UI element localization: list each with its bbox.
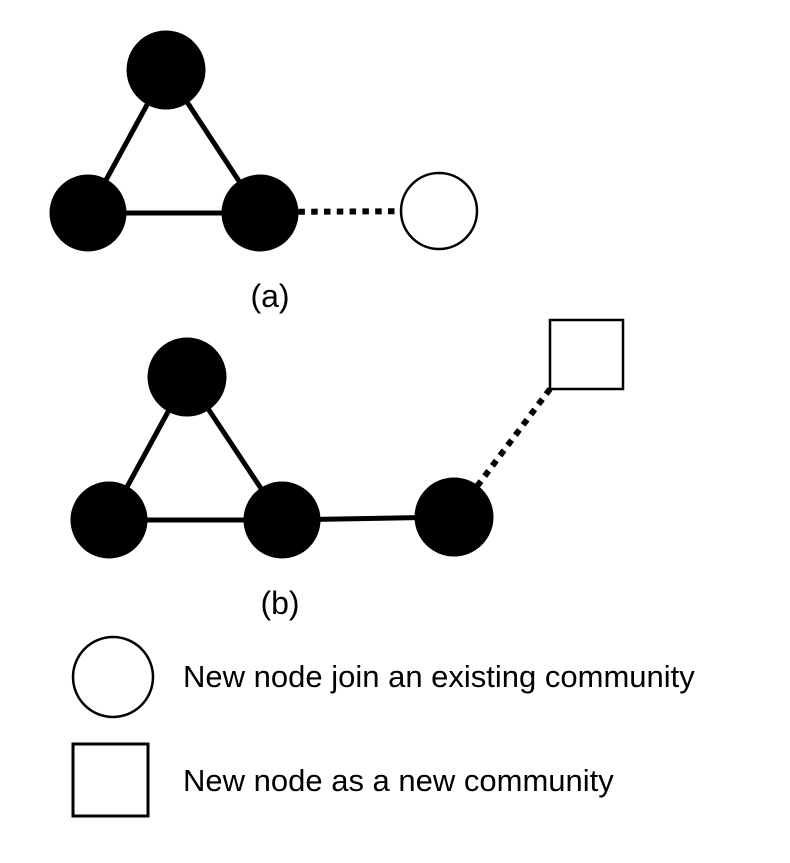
panel-a: (a) [49,30,479,314]
member-node-circle [70,481,148,559]
member-node-circle [49,174,127,252]
legend-label-new-community: New node as a new community [183,763,614,798]
member-node-circle [221,174,299,252]
new-node-new-community-square [548,318,625,391]
panel-label-a: (a) [250,278,289,314]
panel-b: (b) [70,318,625,621]
member-node-circle [414,477,494,557]
legend-new-node-square-icon [71,742,150,818]
new-node-joining-circle [399,171,479,251]
member-node-circle [126,30,206,110]
legend-label-join-existing: New node join an existing community [183,659,695,694]
member-node-circle [147,337,227,417]
legend-new-node-circle-icon [71,635,155,719]
legend: New node join an existing community New … [71,635,695,818]
panel-label-b: (b) [260,585,299,621]
diagram-panels: (a) (b) [49,30,625,621]
member-node-circle [243,481,321,559]
